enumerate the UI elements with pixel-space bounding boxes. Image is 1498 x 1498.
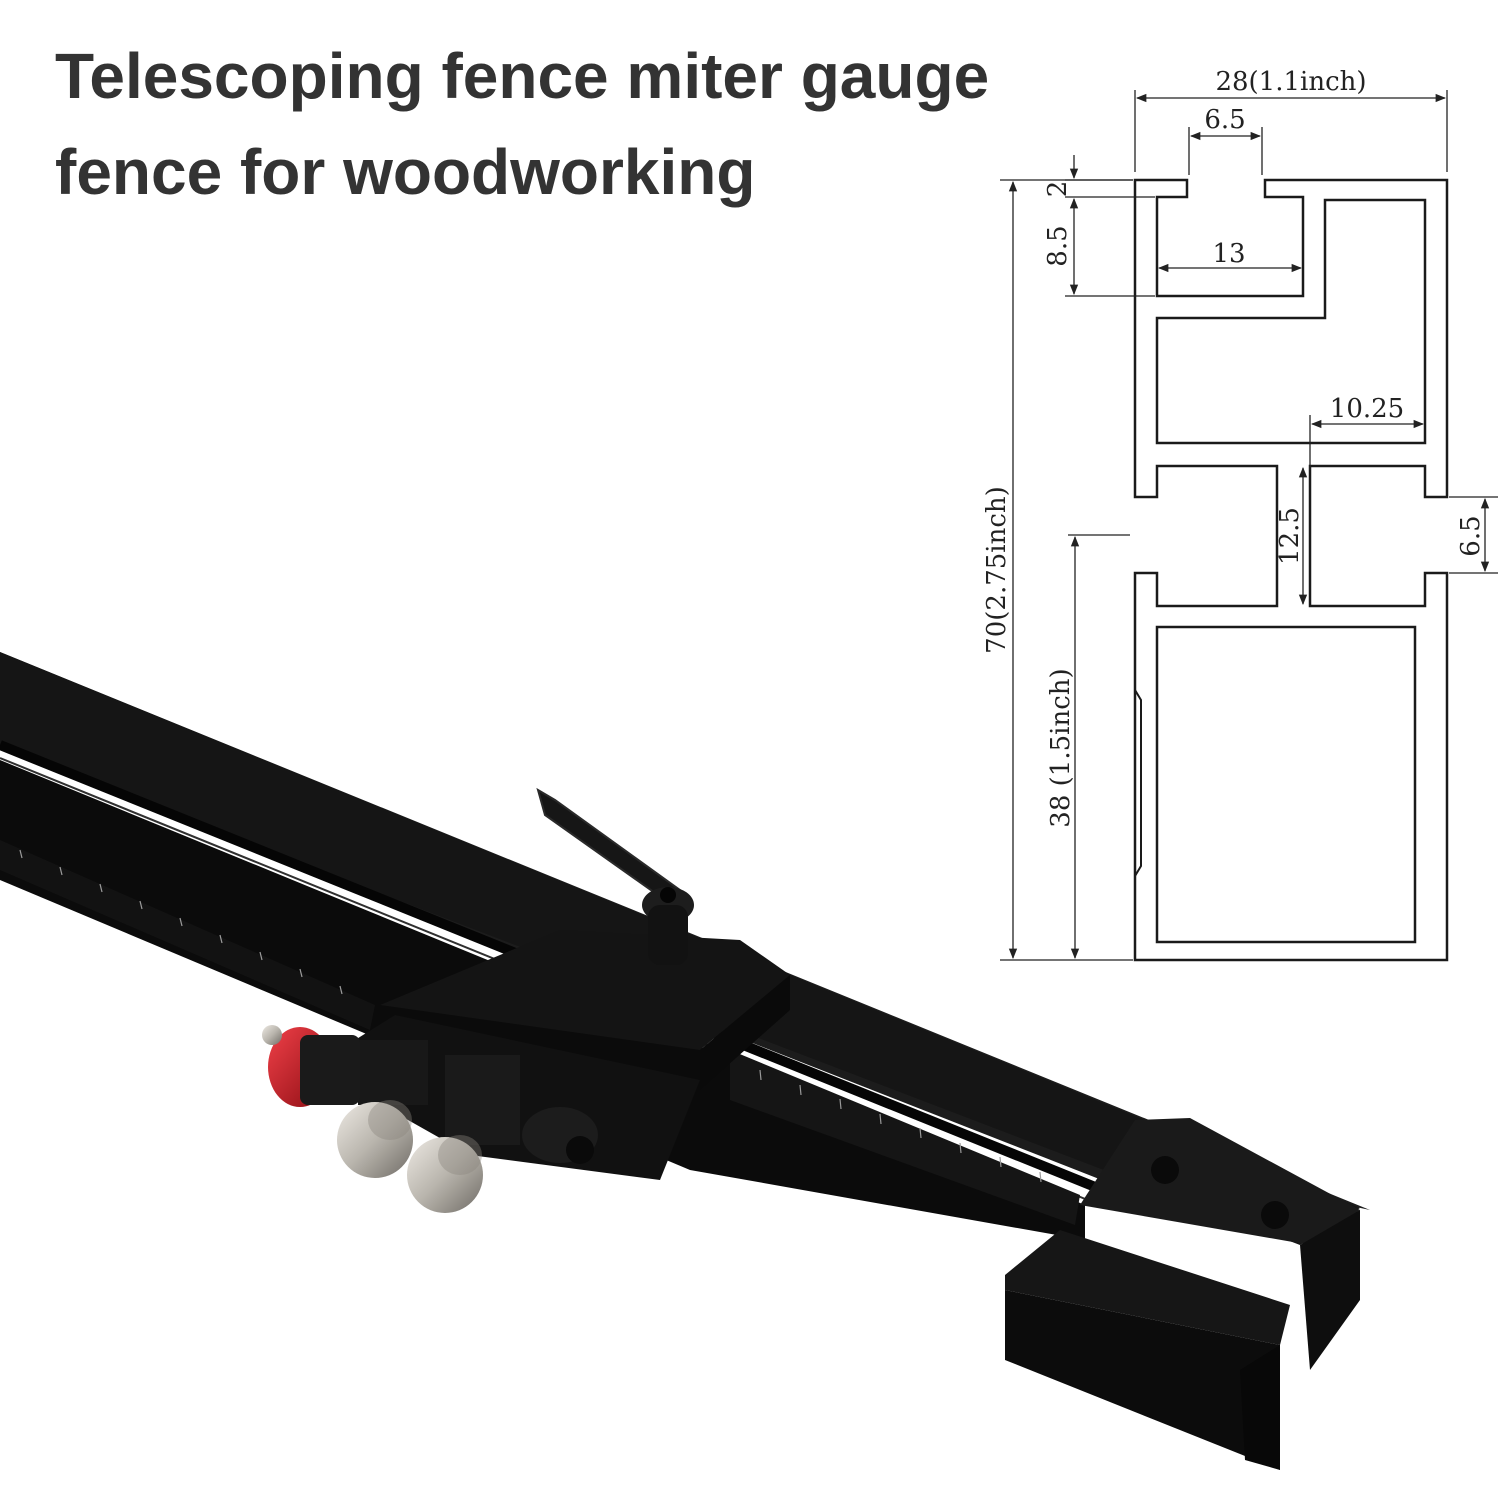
- dim-lower-height: 38 (1.5inch): [1046, 668, 1076, 827]
- product-photo: [0, 652, 1370, 1470]
- ruler-scale-left: [0, 840, 375, 1030]
- dimension-lines: [1000, 90, 1498, 961]
- dim-overall-height: 70(2.75inch): [982, 486, 1012, 654]
- profile-cavity-lower: [1155, 625, 1417, 944]
- red-lock-knob[interactable]: [262, 1025, 360, 1107]
- dim-slot-depth: 8.5: [1043, 225, 1073, 266]
- dim-center-height: 12.5: [1275, 507, 1305, 565]
- title-line-1: Telescoping fence miter gauge: [55, 40, 990, 112]
- dim-slot-width: 13: [1212, 239, 1245, 269]
- dim-side-gap: 6.5: [1456, 515, 1486, 556]
- fine-adjust-wheel[interactable]: [522, 1107, 598, 1164]
- profile-cavity-upper: [1155, 198, 1427, 445]
- silver-knob-2[interactable]: [407, 1135, 483, 1213]
- dim-lip-thickness: 2: [1043, 181, 1073, 198]
- clamp-lever[interactable]: [536, 787, 694, 965]
- silver-knob-1[interactable]: [337, 1100, 413, 1178]
- end-cap-face: [1300, 1210, 1360, 1370]
- end-bracket: [1005, 1230, 1290, 1345]
- profile-outline: [1133, 178, 1449, 962]
- dim-overall-width: 28(1.1inch): [1215, 67, 1366, 97]
- end-cap-top: [1080, 1118, 1360, 1245]
- dim-web-width: 10.25: [1330, 394, 1404, 424]
- title-line-2: fence for woodworking: [55, 136, 756, 208]
- dim-slot-opening: 6.5: [1204, 105, 1245, 135]
- profile-diagram: [1133, 178, 1449, 962]
- slide-block: [380, 930, 790, 1050]
- product-title: Telescoping fence miter gauge fence for …: [55, 28, 989, 220]
- ruler-scale-right: [730, 1050, 1080, 1225]
